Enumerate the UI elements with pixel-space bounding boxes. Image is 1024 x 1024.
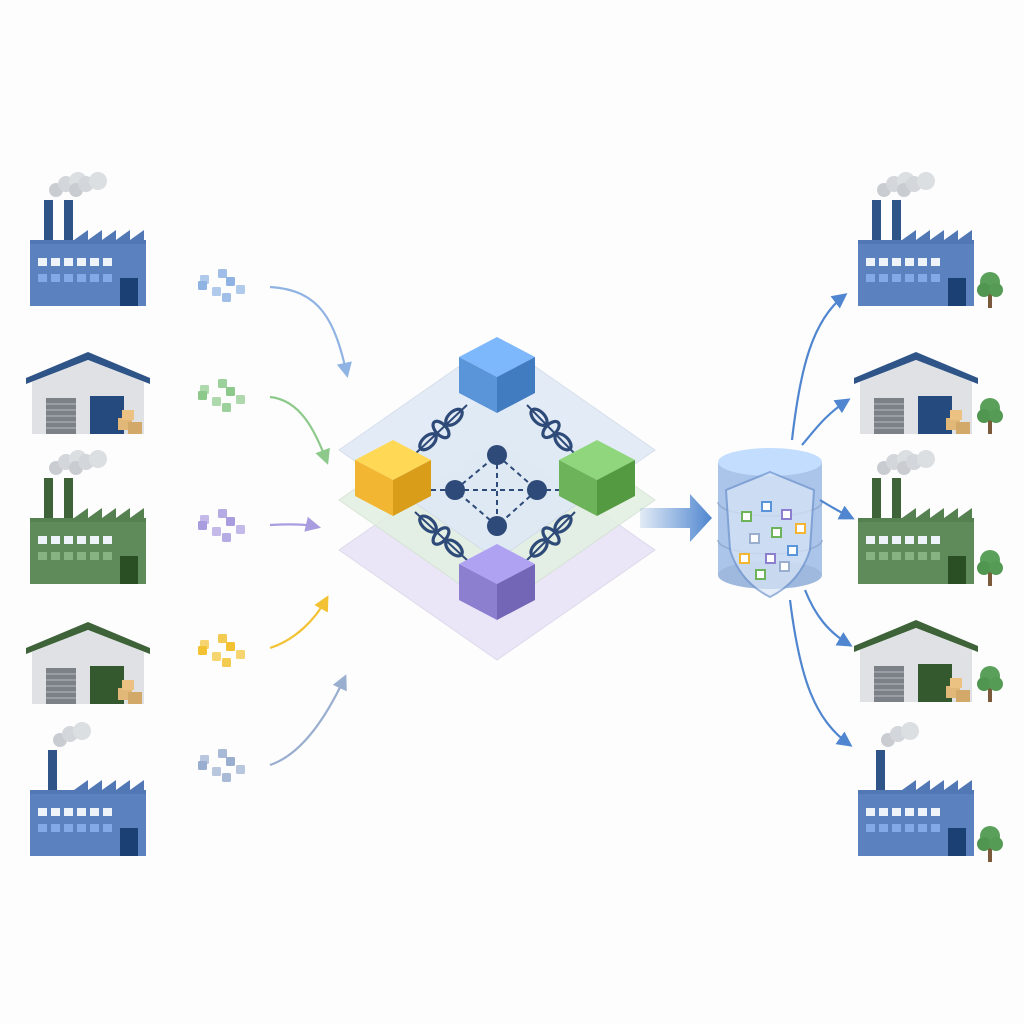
output-arrow: [788, 599, 853, 747]
block-cube: [459, 544, 535, 620]
data-packet: [218, 269, 227, 278]
warehouse-icon: [854, 620, 978, 702]
data-packet: [222, 773, 231, 782]
data-packet: [761, 501, 772, 512]
chain-link: [526, 511, 576, 561]
data-packet: [198, 391, 207, 400]
data-packet: [212, 527, 221, 536]
data-packet: [236, 525, 245, 534]
factory-icon: [858, 172, 974, 306]
data-packet: [198, 761, 207, 770]
data-packet: [212, 397, 221, 406]
data-packet-cluster: [198, 749, 245, 782]
output-arrows: [788, 293, 855, 747]
output-arrow: [803, 589, 853, 647]
data-packet: [222, 658, 231, 667]
warehouse-icon: [26, 622, 150, 704]
factory-icon: [858, 450, 974, 584]
network-node: [527, 480, 547, 500]
data-packet: [198, 521, 207, 530]
data-packet: [749, 533, 760, 544]
data-packet: [779, 561, 790, 572]
data-packet: [755, 569, 766, 580]
data-packet: [218, 509, 227, 518]
chain-link: [414, 511, 468, 561]
data-packet: [218, 749, 227, 758]
data-packet: [236, 285, 245, 294]
destination-facilities: [854, 172, 1003, 862]
chain-link: [526, 404, 576, 455]
data-packet: [795, 523, 806, 534]
data-packet: [226, 387, 235, 396]
data-packet: [212, 767, 221, 776]
input-arrow: [269, 516, 322, 532]
data-packet: [226, 277, 235, 286]
data-packet: [218, 379, 227, 388]
secure-storage: [717, 448, 823, 599]
tree-icon: [977, 272, 1003, 308]
network-node: [487, 445, 507, 465]
factory-icon: [30, 172, 146, 306]
data-packet: [218, 634, 227, 643]
data-packet: [781, 509, 792, 520]
shield-icon: [724, 470, 816, 599]
input-arrow: [269, 395, 330, 465]
input-arrows: [269, 285, 352, 767]
block-cube: [459, 337, 535, 413]
data-packet: [198, 646, 207, 655]
network-node: [487, 516, 507, 536]
data-packets: [198, 269, 245, 782]
data-packet: [212, 287, 221, 296]
data-packet: [739, 553, 750, 564]
blockchain-network: [338, 337, 656, 661]
chain-link: [414, 404, 468, 455]
data-packet: [771, 527, 782, 538]
factory-icon: [30, 450, 146, 584]
factory-icon: [858, 722, 974, 856]
data-packet-cluster: [198, 269, 245, 302]
data-packet: [236, 765, 245, 774]
input-arrow: [269, 285, 352, 379]
input-arrow: [269, 674, 347, 767]
data-packet-cluster: [198, 509, 245, 542]
data-packet: [226, 642, 235, 651]
output-arrow: [801, 398, 851, 446]
output-arrow: [790, 293, 848, 441]
network-node: [445, 480, 465, 500]
block-cube: [559, 440, 635, 516]
data-packet: [765, 553, 776, 564]
input-arrow: [269, 595, 329, 650]
warehouse-icon: [26, 352, 150, 434]
data-packet: [236, 395, 245, 404]
tree-icon: [977, 826, 1003, 862]
data-packet: [212, 652, 221, 661]
warehouse-icon: [854, 352, 978, 434]
data-packet: [222, 533, 231, 542]
output-arrow: [819, 499, 855, 520]
transfer-arrow: [640, 494, 712, 542]
data-packet: [236, 650, 245, 659]
data-packet-cluster: [198, 634, 245, 667]
data-packet: [198, 281, 207, 290]
tree-icon: [977, 550, 1003, 586]
tree-icon: [977, 666, 1003, 702]
factory-icon: [30, 722, 146, 856]
data-packet: [787, 545, 798, 556]
data-packet: [222, 293, 231, 302]
data-packet: [741, 511, 752, 522]
tree-icon: [977, 398, 1003, 434]
data-packet: [226, 757, 235, 766]
data-packet-cluster: [198, 379, 245, 412]
node-network: [431, 445, 559, 536]
block-cube: [355, 440, 431, 516]
transfer-arrow: [640, 494, 712, 542]
data-packet: [226, 517, 235, 526]
data-packet: [222, 403, 231, 412]
source-facilities: [26, 172, 150, 856]
